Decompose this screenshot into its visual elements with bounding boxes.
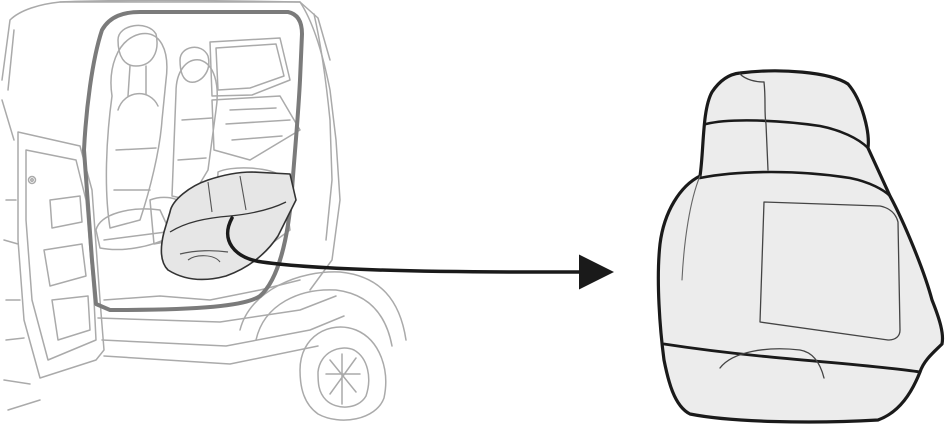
front-seat-backrest	[106, 33, 166, 228]
door-lock	[29, 177, 36, 184]
wheel-arch	[240, 272, 406, 340]
c-pillar-inner	[314, 14, 332, 240]
rear-window-inner	[216, 44, 284, 90]
front-headrest	[118, 25, 157, 66]
rear-seat-cushion-icon	[658, 71, 942, 422]
door-pocket	[44, 244, 86, 286]
parcel-shelf	[212, 96, 300, 160]
